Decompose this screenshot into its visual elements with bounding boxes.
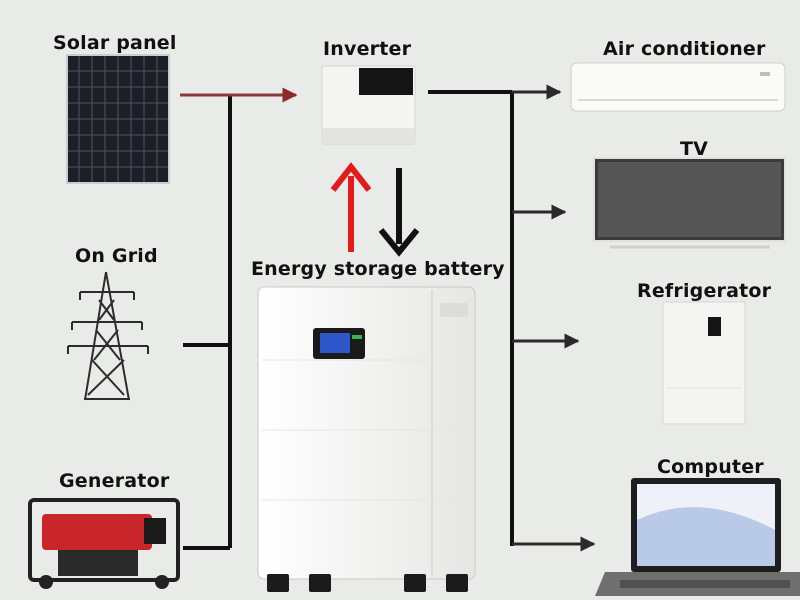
- label-solar-panel: Solar panel: [53, 32, 177, 54]
- label-tv: TV: [680, 138, 709, 160]
- generator-icon: [28, 498, 180, 589]
- label-air-conditioner: Air conditioner: [603, 38, 766, 60]
- label-energy-storage-battery: Energy storage battery: [251, 258, 505, 280]
- refrigerator-icon: [662, 301, 746, 425]
- discharge-arrow: [378, 168, 420, 257]
- input-bus-lines: [183, 96, 232, 550]
- inverter-icon: [321, 65, 416, 145]
- label-generator: Generator: [59, 470, 170, 492]
- label-refrigerator: Refrigerator: [637, 280, 772, 302]
- charge-arrow: [330, 162, 372, 252]
- battery-icon: [257, 286, 476, 592]
- output-bus-lines: [428, 90, 514, 546]
- power-tower-icon: [67, 271, 149, 401]
- laptop-icon: [595, 478, 800, 596]
- solar-panel-icon: [66, 54, 170, 184]
- air-conditioner-icon: [570, 62, 786, 112]
- tv-icon: [593, 157, 786, 249]
- label-computer: Computer: [657, 456, 764, 478]
- label-on-grid: On Grid: [75, 245, 158, 267]
- output-arrows: [512, 84, 596, 552]
- label-inverter: Inverter: [323, 38, 412, 60]
